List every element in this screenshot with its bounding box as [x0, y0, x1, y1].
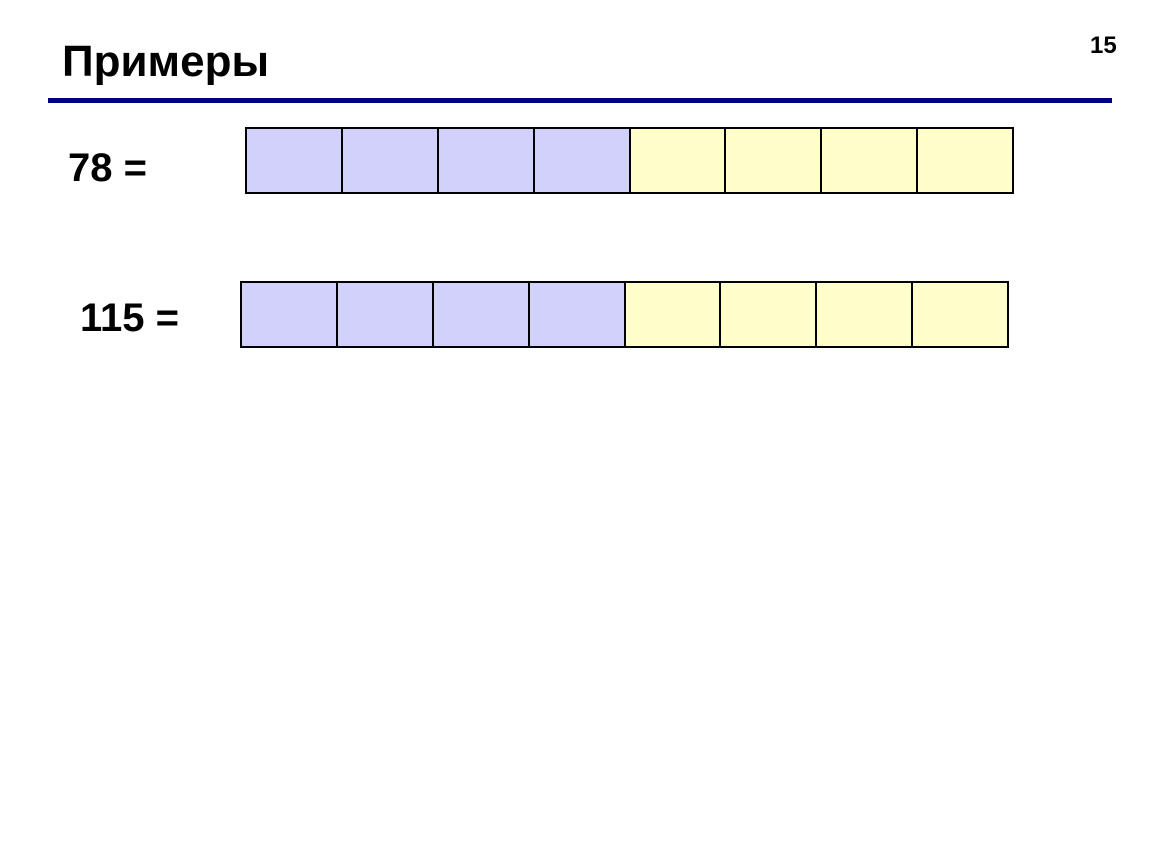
example-label-115: 115 =	[80, 296, 180, 340]
bit-cell	[337, 283, 434, 346]
bit-cell	[721, 283, 818, 346]
bit-row-78	[245, 127, 1014, 194]
bit-cell	[726, 129, 823, 192]
bit-cell	[913, 283, 1007, 346]
bit-cell	[438, 129, 535, 192]
slide-number: 15	[1090, 32, 1117, 59]
bit-cell	[822, 129, 919, 192]
title-divider	[48, 98, 1112, 103]
bit-cell	[534, 129, 631, 192]
bit-cell	[630, 129, 727, 192]
bit-cell	[247, 129, 343, 192]
example-label-78: 78 =	[68, 146, 147, 190]
bit-cell	[817, 283, 914, 346]
bit-cell	[433, 283, 530, 346]
bit-cell	[529, 283, 626, 346]
bit-cell	[242, 283, 338, 346]
bit-cell	[625, 283, 722, 346]
bit-row-115	[240, 281, 1009, 348]
bit-cell	[918, 129, 1012, 192]
slide-title: Примеры	[62, 37, 270, 86]
bit-cell	[342, 129, 439, 192]
